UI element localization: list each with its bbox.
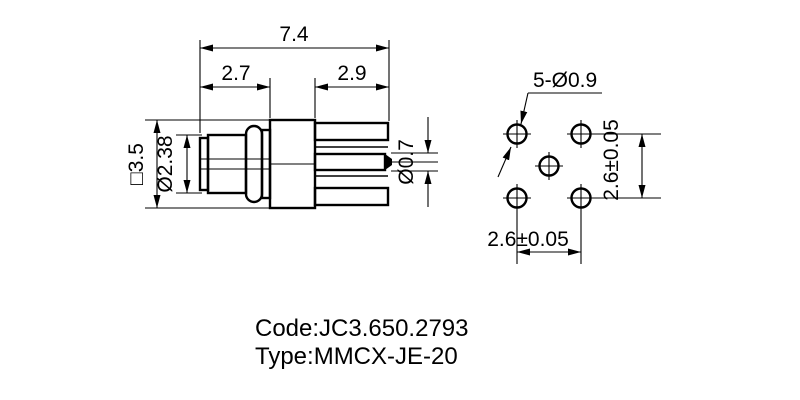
dim-vertical-pitch: 2.6±0.05 <box>595 119 661 201</box>
holes-callout-label: 5-Ø0.9 <box>533 69 597 92</box>
part-identification: Code:JC3.650.2793 Type:MMCX-JE-20 <box>255 315 469 370</box>
part-code-text: Code:JC3.650.2793 <box>255 315 469 342</box>
dim-overall-length: 7.4 <box>199 23 390 133</box>
dim-flange-square-label: □3.5 <box>125 143 148 185</box>
barrel <box>206 133 248 195</box>
coupling-ring <box>244 124 264 204</box>
bottom-leg <box>313 186 390 207</box>
dim-overall-length-label: 7.4 <box>279 23 309 46</box>
center-pin-tip <box>385 154 392 170</box>
dim-body-length-label: 2.7 <box>221 62 250 85</box>
dim-horizontal-pitch-label: 2.6±0.05 <box>487 228 569 251</box>
dim-pin-diameter-label: Ø0.7 <box>395 139 418 185</box>
pin-layout-view: 5-Ø0.9 2.6±0.05 2.6±0.05 <box>487 69 661 264</box>
mounting-holes <box>503 120 595 212</box>
dim-flange-square: □3.5 <box>125 119 270 209</box>
dim-pin-length: 2.9 <box>314 62 389 118</box>
dim-pin-length-label: 2.9 <box>337 62 366 85</box>
connector-outline <box>198 118 392 210</box>
dim-horizontal-pitch: 2.6±0.05 <box>487 212 582 264</box>
top-leg <box>313 121 390 142</box>
dim-pin-diameter: Ø0.7 <box>391 117 438 207</box>
leader-arrow-upper <box>520 92 529 125</box>
leader-arrow-lower <box>497 146 512 178</box>
connector-side-view: 7.4 2.7 2.9 □3.5 Ø2.38 <box>125 23 438 210</box>
dim-vertical-pitch-label: 2.6±0.05 <box>600 119 623 201</box>
holes-callout: 5-Ø0.9 <box>497 69 602 178</box>
center-pin <box>313 152 387 172</box>
part-type-text: Type:MMCX-JE-20 <box>255 343 458 370</box>
dim-body-length: 2.7 <box>200 62 271 118</box>
dim-barrel-diameter: Ø2.38 <box>154 134 202 194</box>
dim-barrel-diameter-label: Ø2.38 <box>154 135 177 192</box>
